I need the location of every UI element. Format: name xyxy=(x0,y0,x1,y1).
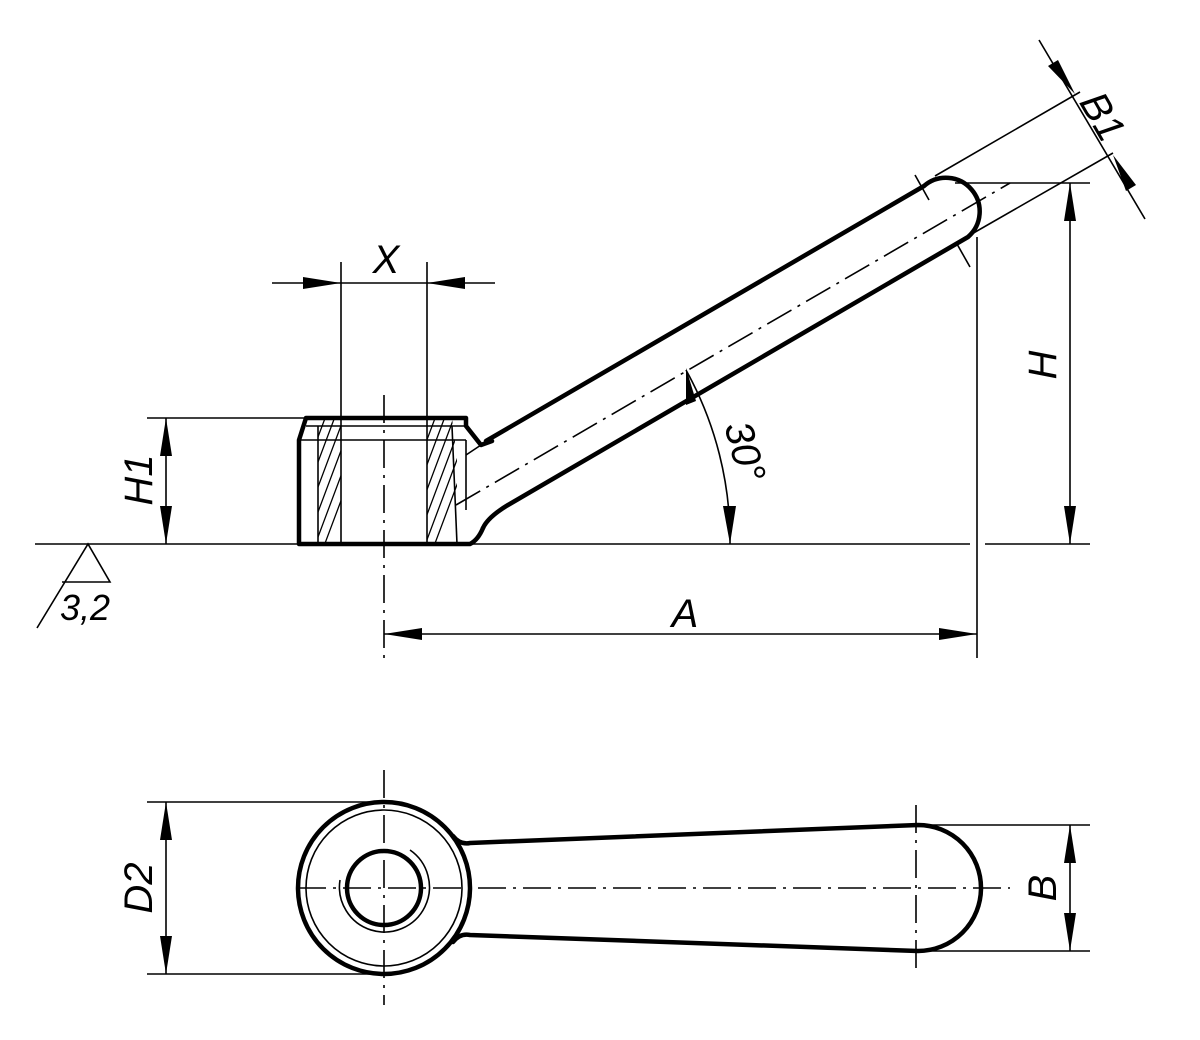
a-arrow-right xyxy=(939,628,977,640)
x-arrow-right xyxy=(427,277,465,289)
x-label: X xyxy=(372,238,401,282)
b1-label: B1 xyxy=(1071,85,1134,149)
top-view: D2 B xyxy=(117,770,1090,1005)
lever-arm xyxy=(480,175,982,531)
angle-arrow-top xyxy=(686,368,696,405)
arm-neck-line xyxy=(465,444,482,456)
h1-label: H1 xyxy=(117,454,161,505)
b1-ext-top xyxy=(934,91,1081,177)
arm-tip-tick-2 xyxy=(956,243,971,268)
a-label: A xyxy=(670,592,699,636)
h1-arrow-top xyxy=(160,418,172,456)
h1-arrow-bottom xyxy=(160,506,172,544)
roughness-value: 3,2 xyxy=(60,587,110,628)
b1-arrow-top xyxy=(1048,60,1075,94)
b1-ext-bottom xyxy=(969,152,1114,236)
d2-arrow-top xyxy=(160,802,172,840)
a-arrow-left xyxy=(384,628,422,640)
h-label: H xyxy=(1021,350,1065,379)
b-arrow-top xyxy=(1064,825,1076,863)
h-arrow-bottom xyxy=(1064,506,1076,544)
d2-label: D2 xyxy=(117,862,161,913)
side-view: H1 X H A 30° B1 3,2 xyxy=(35,39,1146,660)
b-label: B xyxy=(1021,875,1065,902)
x-arrow-left xyxy=(303,277,341,289)
arm-center-line xyxy=(455,182,1011,506)
b1-arrow-bottom xyxy=(1113,155,1136,191)
h-arrow-top xyxy=(1064,183,1076,221)
thread-arc xyxy=(338,849,431,933)
roughness-symbol: 3,2 xyxy=(36,542,112,629)
hatch-right xyxy=(427,418,457,544)
hatch-left xyxy=(318,418,341,544)
d2-arrow-bottom xyxy=(160,936,172,974)
angle-arrow-bottom xyxy=(723,506,736,544)
arm-tip-tick-1 xyxy=(914,174,930,201)
b-arrow-bottom xyxy=(1064,913,1076,951)
